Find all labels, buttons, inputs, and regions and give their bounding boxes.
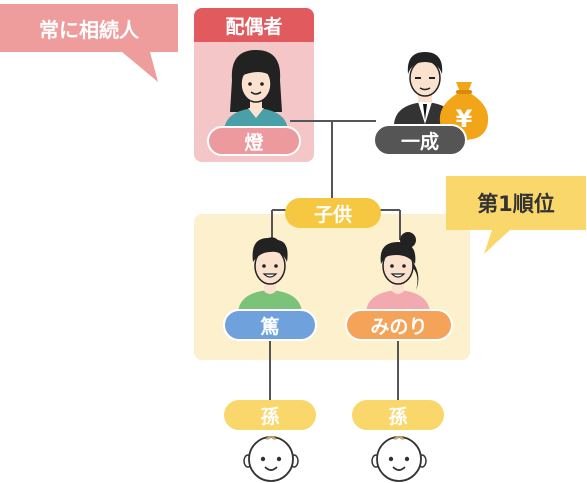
baby-face-icon xyxy=(371,436,427,482)
first-rank-callout-text: 第1順位 xyxy=(477,192,555,216)
spouse-role-label: 配偶者 xyxy=(194,8,314,42)
child1-name-label: 篤 xyxy=(223,309,317,341)
children-role-label: 子供 xyxy=(285,198,381,228)
spouse-callout-text: 常に相続人 xyxy=(39,17,139,42)
spouse-callout-bubble xyxy=(0,4,178,82)
first-rank-callout-bubble xyxy=(446,176,586,254)
grandchild1-role-label: 孫 xyxy=(224,400,316,430)
grandchild2-role-label: 孫 xyxy=(352,400,444,430)
baby-face-icon xyxy=(243,436,299,482)
spouse-name-label: 燈 xyxy=(207,126,301,156)
girl-avatar-icon xyxy=(366,232,430,312)
boy-avatar-icon xyxy=(238,237,302,312)
deceased-name-label: 一成 xyxy=(373,124,467,156)
woman-avatar-icon xyxy=(224,50,288,130)
child2-name-label: みのり xyxy=(345,309,453,341)
